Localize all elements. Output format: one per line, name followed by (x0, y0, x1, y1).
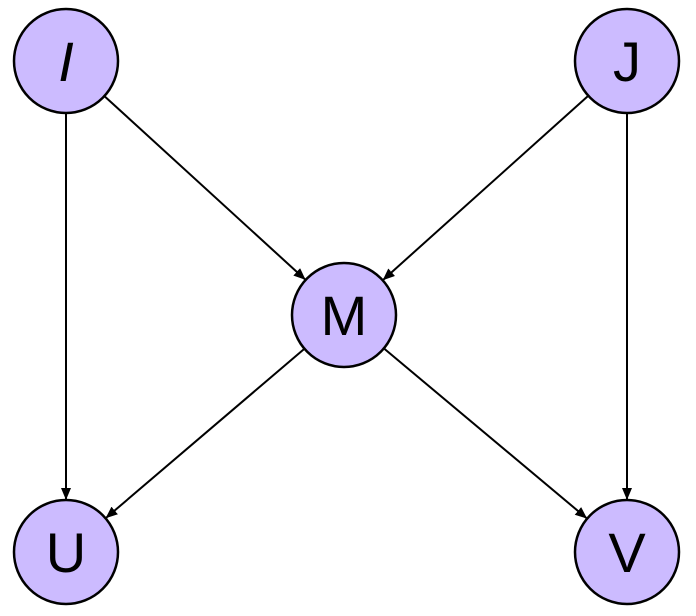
node-label: J (613, 30, 641, 93)
node-circle (573, 7, 681, 115)
node-label: U (46, 521, 86, 584)
node-circle (573, 498, 681, 606)
node-label: I (58, 30, 74, 93)
node-U: U (12, 498, 120, 606)
node-circle (290, 261, 398, 369)
node-circle (12, 498, 120, 606)
edge-J-to-M (382, 94, 589, 281)
node-label: V (608, 521, 646, 584)
node-V: V (573, 498, 681, 606)
node-label: M (321, 284, 368, 347)
node-M: M (290, 261, 398, 369)
node-J: J (573, 7, 681, 115)
node-I: I (12, 7, 120, 115)
node-circle (12, 7, 120, 115)
edge-M-to-U (105, 347, 306, 519)
edge-I-to-M (103, 95, 306, 280)
edge-M-to-V (383, 347, 588, 519)
